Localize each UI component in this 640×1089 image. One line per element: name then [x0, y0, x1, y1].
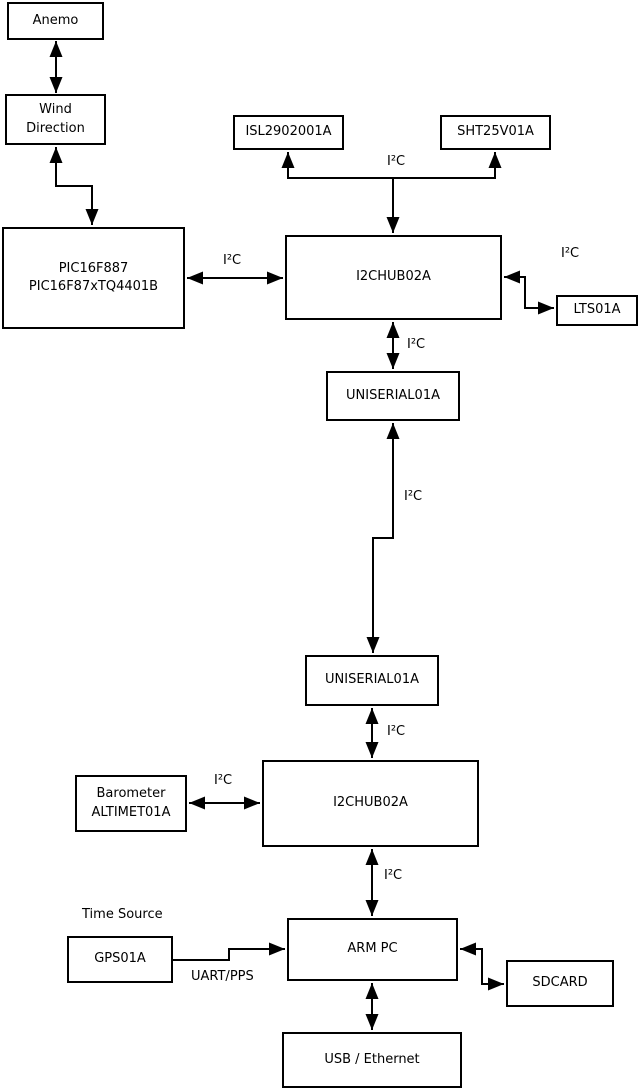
edge-label-uart-pps: UART/PPS — [191, 969, 254, 985]
edge-label-i2c-barometer: I²C — [214, 773, 233, 789]
edge-wind-pic — [49, 147, 99, 225]
edge-label-i2c-sensors: I²C — [387, 154, 406, 170]
edge-label-i2c-pic-hub: I²C — [223, 253, 242, 269]
node-uniserial01a-upper: UNISERIAL01A — [326, 371, 460, 421]
node-i2chub02a-lower: I2CHUB02A — [262, 760, 479, 847]
node-sht25v01a: SHT25V01A — [440, 115, 551, 150]
edge-label-i2c-long-link: I²C — [404, 489, 423, 505]
edge-label-i2c-hub-armpc: I²C — [384, 868, 403, 884]
edge-label-i2c-uniserial-hub: I²C — [387, 724, 406, 740]
edge-label-i2c-hub-uniserial: I²C — [407, 337, 426, 353]
node-uniserial01a-lower: UNISERIAL01A — [305, 655, 439, 706]
edge-hub-lts — [504, 270, 554, 315]
edge-armpc-sdcard — [460, 942, 504, 991]
edge-hub-isl — [281, 152, 393, 179]
edge-gps-armpc — [173, 942, 285, 961]
edge-label-i2c-lts: I²C — [561, 246, 580, 262]
node-barometer-altimet01a: Barometer ALTIMET01A — [75, 775, 187, 832]
node-gps01a: GPS01A — [67, 936, 173, 983]
node-isl2902001a: ISL2902001A — [233, 115, 344, 150]
node-sdcard: SDCARD — [506, 960, 614, 1007]
node-lts01a: LTS01A — [556, 295, 638, 326]
node-anemo: Anemo — [7, 2, 104, 40]
edge-uniserial-long-link — [366, 423, 400, 653]
node-usb-ethernet: USB / Ethernet — [282, 1032, 462, 1088]
edge-hub-sht — [393, 152, 502, 179]
node-pic16f887: PIC16F887 PIC16F87xTQ4401B — [2, 227, 185, 329]
label-time-source: Time Source — [82, 907, 163, 923]
node-wind-direction: Wind Direction — [5, 94, 106, 145]
node-arm-pc: ARM PC — [287, 918, 458, 981]
node-i2chub02a-upper: I2CHUB02A — [285, 235, 502, 320]
